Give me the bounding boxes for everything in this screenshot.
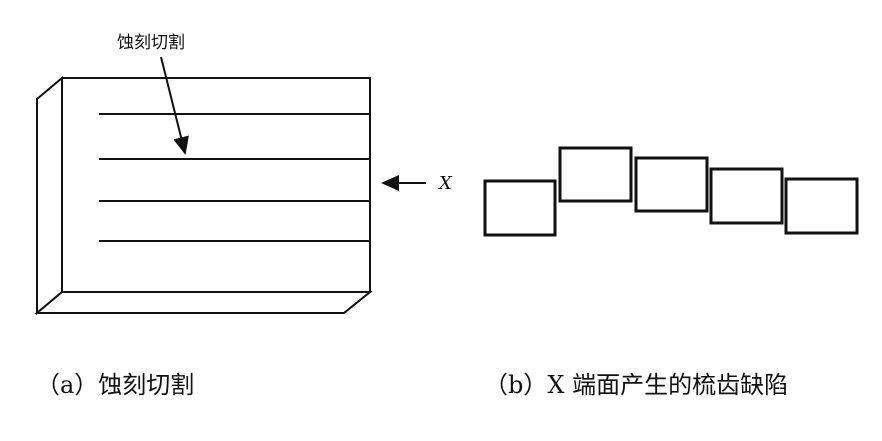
tooth-block-3 (634, 156, 709, 213)
panel-b (483, 146, 859, 237)
comb-tooth-blocks (483, 146, 859, 237)
slab-front-face (61, 77, 371, 293)
panel-a: 蚀刻切割 X (34, 33, 453, 316)
etch-cut-lines (99, 113, 370, 242)
tooth-block-4 (709, 167, 784, 225)
tooth-block-5 (784, 177, 859, 235)
annotation-pointer-arrow (160, 56, 189, 155)
slab-bottom-face (34, 291, 373, 314)
etch-annotation-label: 蚀刻切割 (117, 33, 185, 53)
tooth-block-2 (558, 146, 633, 203)
slab-left-face (36, 75, 63, 316)
caption-a: （a）蚀刻切割 (36, 371, 194, 399)
tooth-block-1 (483, 179, 557, 237)
caption-b: （b）X 端面产生的梳齿缺陷 (484, 371, 788, 399)
x-direction-label: X (437, 173, 453, 194)
